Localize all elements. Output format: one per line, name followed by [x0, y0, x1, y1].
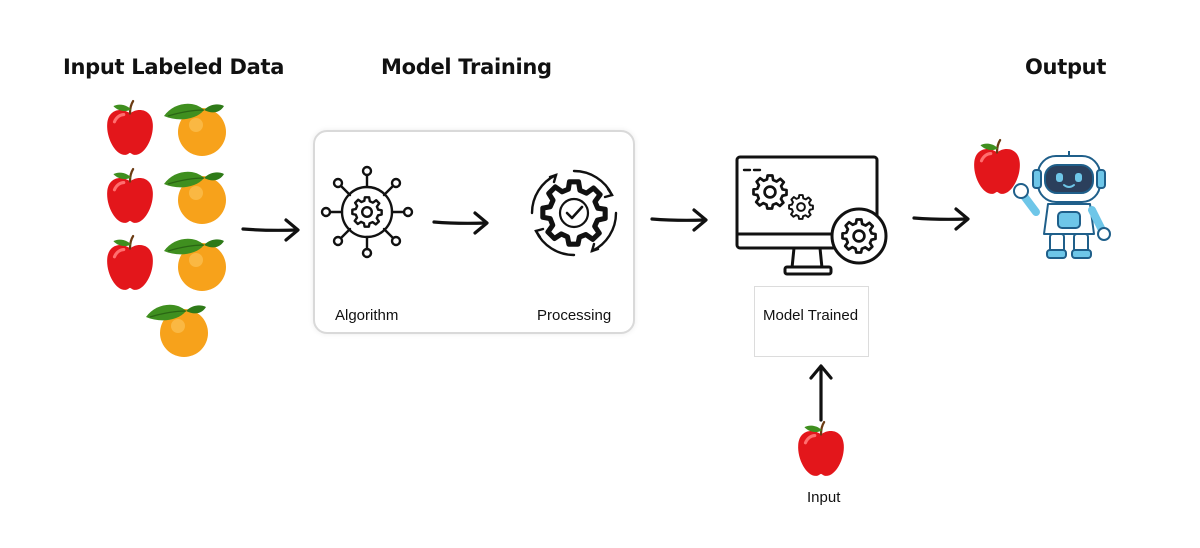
algorithm-label: Algorithm	[335, 307, 399, 324]
input-heading: Input Labeled Data	[63, 55, 285, 79]
monitor-gears-icon	[735, 155, 888, 276]
model-trained-box	[754, 286, 869, 357]
input-label: Input	[807, 489, 841, 506]
arrow-right-icon	[650, 208, 708, 232]
arrow-right-icon	[432, 211, 489, 235]
arrow-right-icon	[912, 207, 970, 231]
processing-label: Processing	[537, 307, 612, 324]
model-trained-label: Model Trained	[763, 307, 859, 324]
training-heading: Model Training	[381, 55, 552, 79]
arrow-up-icon	[809, 364, 833, 422]
arrow-right-icon	[241, 218, 300, 242]
output-heading: Output	[1025, 55, 1107, 79]
gear-check-cycle-icon	[530, 169, 618, 257]
network-gear-icon	[320, 165, 414, 259]
model-training-box	[313, 130, 635, 334]
robot-icon	[1013, 151, 1111, 259]
